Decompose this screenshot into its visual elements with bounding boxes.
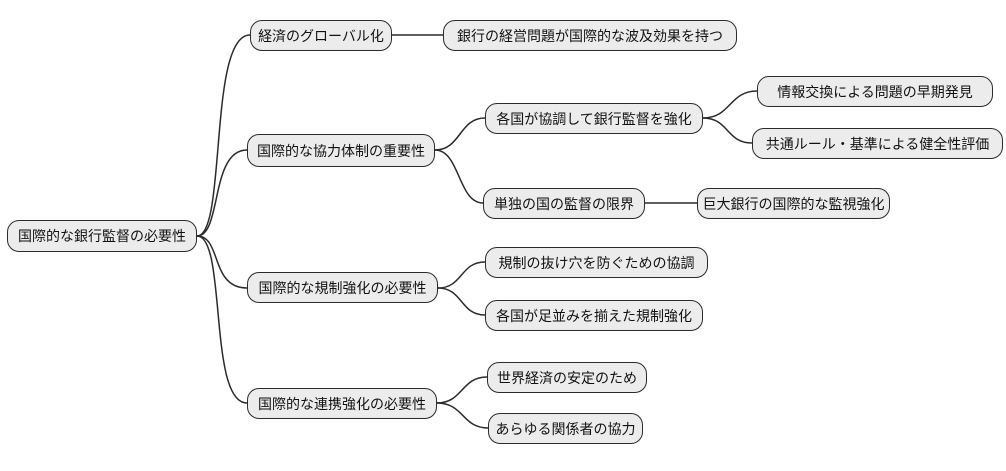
node-megabank-monitoring: 巨大銀行の国際的な監視強化 <box>697 188 890 219</box>
node-regulation-strengthening: 国際的な規制強化の必要性 <box>247 272 438 303</box>
node-stakeholder-cooperation: あらゆる関係者の協力 <box>488 413 643 444</box>
edge-root-partnership <box>196 235 248 404</box>
node-international-cooperation: 国際的な協力体制の重要性 <box>247 134 435 167</box>
node-common-rules-soundness: 共通ルール・基準による健全性評価 <box>752 128 1003 159</box>
node-info-exchange-early-detection: 情報交換による問題の早期発見 <box>757 76 993 107</box>
edge-partnership-stability <box>436 376 488 404</box>
node-root: 国際的な銀行監督の必要性 <box>7 220 197 252</box>
node-partnership-strengthening: 国際的な連携強化の必要性 <box>247 388 437 419</box>
edge-root-globalization <box>196 34 251 237</box>
edge-cooperation-limits <box>434 149 484 204</box>
edge-regulation-aligned <box>437 287 486 316</box>
node-countries-strengthen-supervision: 各国が協調して銀行監督を強化 <box>485 103 703 134</box>
node-economic-globalization: 経済のグローバル化 <box>250 20 392 51</box>
node-banking-problems-ripple: 銀行の経営問題が国際的な波及効果を持つ <box>443 20 737 51</box>
edge-cooperation-strengthen <box>434 117 486 151</box>
edge-root-regulation <box>196 235 248 289</box>
node-prevent-loopholes: 規制の抜け穴を防ぐための協調 <box>485 247 708 278</box>
edge-partnership-stakeholders <box>436 402 489 429</box>
edge-root-cooperation <box>196 149 248 237</box>
node-aligned-regulation: 各国が足並みを揃えた規制強化 <box>485 300 703 331</box>
edge-regulation-loopholes <box>437 261 486 289</box>
node-single-country-limits: 単独の国の監督の限界 <box>483 188 645 219</box>
node-world-economy-stability: 世界経済の安定のため <box>487 362 647 393</box>
edge-strengthen-infoexchange <box>702 90 758 119</box>
edge-strengthen-commonrules <box>702 117 753 144</box>
